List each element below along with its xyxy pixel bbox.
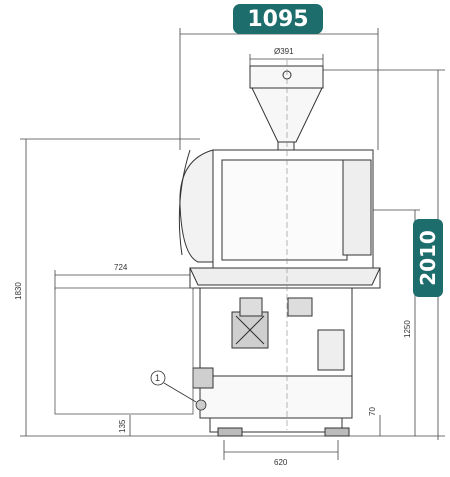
table-height-label: 1250	[403, 320, 412, 338]
overall-height-badge: 2010	[413, 219, 443, 297]
foot-height-label: 135	[118, 419, 127, 433]
foot-span-label: 620	[274, 458, 288, 467]
overall-width-value: 1095	[247, 6, 309, 32]
base-offset-label: 70	[368, 407, 377, 416]
overall-width-badge: 1095	[233, 4, 323, 34]
side-width-label: 724	[114, 263, 128, 272]
hopper-diameter-label: Ø391	[274, 47, 294, 56]
height-left-label: 1830	[14, 282, 23, 300]
callout-1-label: 1	[155, 373, 160, 383]
overall-height-value: 2010	[416, 230, 441, 286]
